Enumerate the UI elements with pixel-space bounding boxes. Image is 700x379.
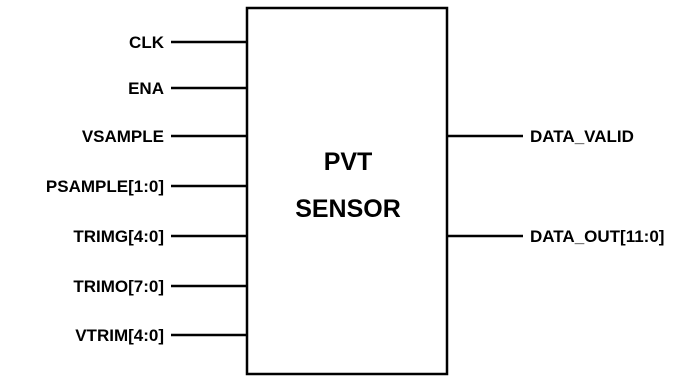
pvt-sensor-block	[245, 6, 449, 376]
input-label-clk: CLK	[129, 33, 165, 52]
input-label-ena: ENA	[128, 79, 164, 98]
input-label-trimg-4-0: TRIMG[4:0]	[73, 227, 164, 246]
output-label-data-out-11-0: DATA_OUT[11:0]	[530, 227, 664, 246]
output-pins: DATA_VALID DATA_OUT[11:0]	[447, 127, 664, 246]
input-label-vsample: VSAMPLE	[82, 127, 164, 146]
input-pins: CLK ENA VSAMPLE PSAMPLE[1:0] TRIMG[4:0] TRIMO…	[46, 33, 247, 345]
input-label-trimo-7-0: TRIMO[7:0]	[73, 277, 164, 296]
block-title-line1: PVT	[324, 148, 373, 176]
output-label-data-valid: DATA_VALID	[530, 127, 634, 146]
block-title-line2: SENSOR	[295, 195, 401, 223]
input-label-psample-1-0: PSAMPLE[1:0]	[46, 177, 164, 196]
input-label-vtrim-4-0: VTRIM[4:0]	[75, 326, 164, 345]
